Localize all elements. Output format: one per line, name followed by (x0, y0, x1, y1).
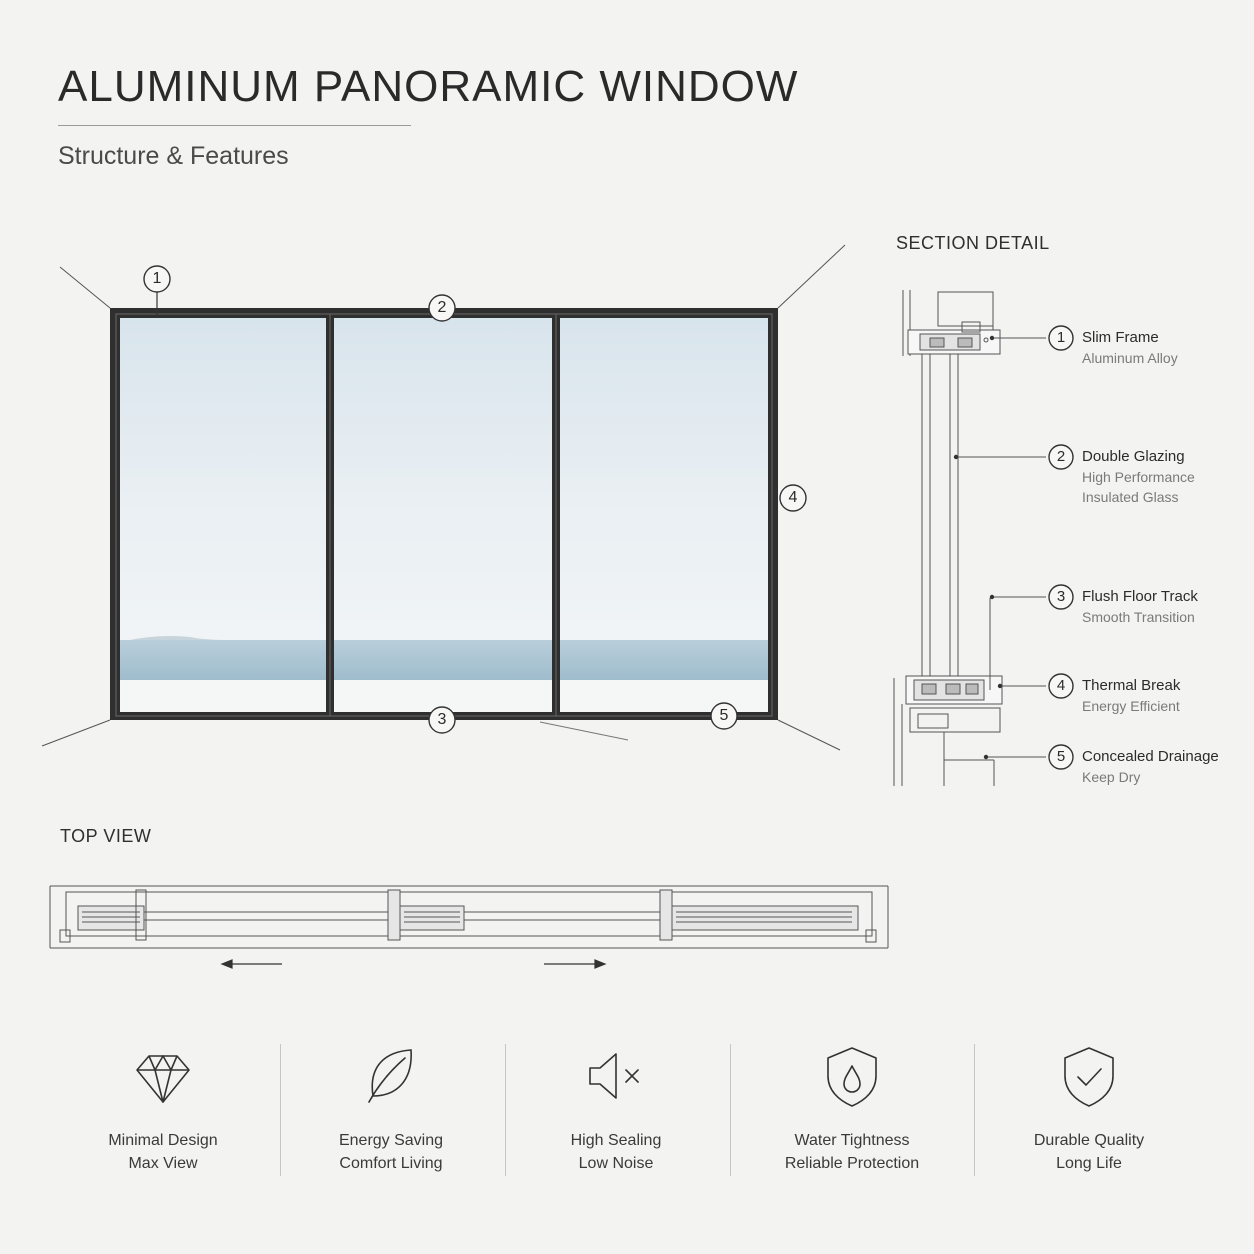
feature-minimal-design: Minimal Design Max View (50, 1040, 276, 1190)
callout-title: Slim Frame (1082, 329, 1159, 346)
section-detail-heading: SECTION DETAIL (896, 233, 1050, 253)
section-detail-drawing (893, 290, 1046, 786)
marker-4: 4 (788, 489, 798, 506)
callout-number: 3 (1056, 588, 1066, 605)
feature-subtitle: Long Life (1056, 1155, 1122, 1172)
callout-slim-frame: Slim Frame Aluminum Alloy (1082, 328, 1178, 368)
feature-title: Durable Quality (1033, 1132, 1145, 1149)
title-divider (58, 125, 411, 126)
callout-title: Double Glazing (1082, 448, 1185, 465)
shield-check-icon (1064, 1047, 1114, 1107)
feature-divider (730, 1044, 731, 1176)
feature-divider (505, 1044, 506, 1176)
feature-divider (974, 1044, 975, 1176)
top-view-plan (49, 885, 889, 949)
perspective-lines (41, 244, 846, 751)
feature-title: Water Tightness (794, 1132, 910, 1149)
section-leader-dots (953, 335, 1003, 760)
slide-direction-arrows (220, 959, 607, 969)
feature-energy-saving: Energy Saving Comfort Living (278, 1040, 504, 1190)
callout-subtitle: Aluminum Alloy (1082, 350, 1178, 366)
feature-subtitle: Reliable Protection (784, 1155, 920, 1172)
callout-double-glazing: Double Glazing High Performance Insulate… (1082, 447, 1195, 507)
marker-1: 1 (152, 270, 162, 287)
section-callout-markers (1048, 325, 1074, 770)
callout-number: 1 (1056, 329, 1066, 346)
page-subtitle: Structure & Features (58, 142, 289, 170)
diamond-icon (136, 1055, 190, 1103)
feature-title: High Sealing (570, 1132, 662, 1149)
glass-pane-center (334, 318, 552, 712)
feature-divider (280, 1044, 281, 1176)
callout-thermal-break: Thermal Break Energy Efficient (1082, 676, 1180, 716)
callout-subtitle: Insulated Glass (1082, 489, 1179, 505)
window-elevation (110, 308, 778, 741)
callout-subtitle: Energy Efficient (1082, 698, 1180, 714)
elevation-markers (143, 265, 807, 734)
callout-title: Thermal Break (1082, 677, 1181, 694)
glass-pane-left (120, 318, 326, 712)
feature-title: Energy Saving (338, 1132, 444, 1149)
marker-2: 2 (437, 299, 447, 316)
feature-subtitle: Max View (128, 1155, 198, 1172)
glass-pane-right (560, 318, 768, 712)
feature-subtitle: Comfort Living (339, 1155, 443, 1172)
feature-durable-quality: Durable Quality Long Life (976, 1040, 1202, 1190)
muted-speaker-icon (589, 1053, 639, 1099)
callout-concealed-drainage: Concealed Drainage Keep Dry (1082, 747, 1219, 787)
shield-drop-icon (827, 1047, 877, 1107)
callout-number: 2 (1056, 448, 1066, 465)
feature-high-sealing: High Sealing Low Noise (503, 1040, 729, 1190)
page-title: ALUMINUM PANORAMIC WINDOW (58, 62, 799, 111)
callout-title: Concealed Drainage (1082, 748, 1219, 765)
feature-title: Minimal Design (108, 1132, 218, 1149)
feature-subtitle: Low Noise (578, 1155, 654, 1172)
callout-number: 4 (1056, 677, 1066, 694)
marker-5: 5 (719, 707, 729, 724)
marker-3: 3 (437, 711, 447, 728)
callout-title: Flush Floor Track (1082, 588, 1198, 605)
callout-subtitle: High Performance (1082, 469, 1195, 485)
callout-flush-floor-track: Flush Floor Track Smooth Transition (1082, 587, 1198, 627)
callout-subtitle: Keep Dry (1082, 769, 1141, 785)
leaf-icon (368, 1049, 412, 1103)
top-view-heading: TOP VIEW (60, 826, 152, 846)
callout-subtitle: Smooth Transition (1082, 609, 1195, 625)
callout-number: 5 (1056, 748, 1066, 765)
feature-water-tightness: Water Tightness Reliable Protection (739, 1040, 965, 1190)
